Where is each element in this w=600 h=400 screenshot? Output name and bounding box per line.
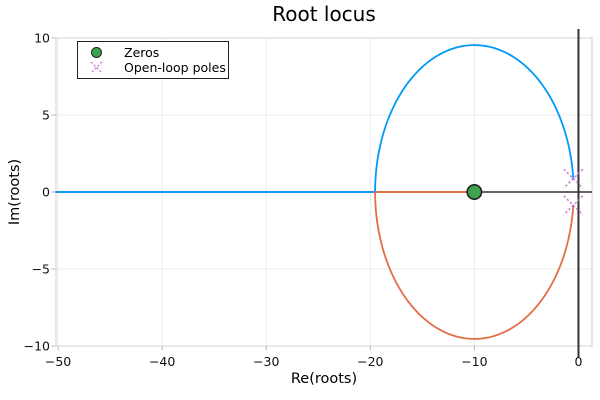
legend-label-zeros: Zeros [124, 45, 160, 60]
x-tick-label: −20 [357, 354, 383, 369]
y-tick-label: −5 [32, 262, 50, 277]
legend-label-open-loop-poles: Open-loop poles [124, 60, 226, 75]
y-tick-label: 0 [42, 185, 50, 200]
x-tick-label: −30 [253, 354, 279, 369]
x-tick-label: −10 [461, 354, 487, 369]
y-tick-label: −10 [24, 339, 50, 354]
y-tick-label: 10 [34, 31, 50, 46]
pole-x-icon [90, 61, 102, 74]
plot-title: Root locus [272, 2, 376, 26]
x-axis-label: Re(roots) [290, 371, 358, 387]
y-tick-label: 5 [42, 108, 50, 123]
locus-branch-1 [55, 44, 575, 193]
legend-item-open-loop-poles: Open-loop poles [78, 60, 228, 75]
legend-pole-marker-cell [78, 60, 114, 75]
pole-marker [563, 168, 584, 189]
x-tick-label: −50 [45, 354, 71, 369]
y-axis-label-text: Im(roots) [7, 158, 23, 226]
x-tick-label: 0 [574, 354, 582, 369]
legend: Zeros Open-loop poles [77, 41, 229, 79]
legend-item-zeros: Zeros [78, 45, 228, 60]
zero-marker [466, 184, 483, 201]
zero-circle-icon [90, 47, 102, 58]
legend-zero-marker-cell [78, 47, 114, 58]
x-tick-label: −40 [149, 354, 175, 369]
pole-marker [563, 195, 584, 216]
locus-branch-2 [374, 191, 575, 340]
